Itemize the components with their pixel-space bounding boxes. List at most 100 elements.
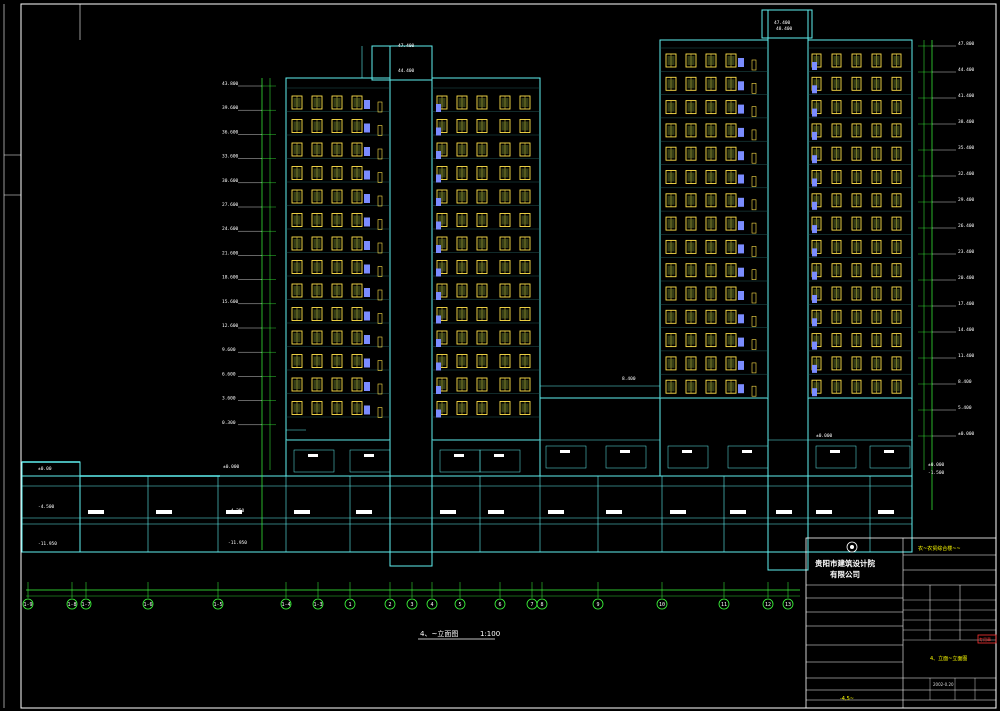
window-glass-42: [478, 192, 486, 201]
window-glass-51: [478, 215, 486, 225]
window-glass-195: [853, 219, 860, 229]
window-glass-5: [458, 98, 466, 107]
window-glass-101: [333, 356, 341, 366]
window-glass-139: [813, 79, 820, 89]
left-core-head: [371, 45, 433, 81]
window-glass-97: [501, 333, 509, 342]
window-glass-256: [813, 382, 820, 392]
window-glass-71: [521, 262, 529, 272]
left-elev-label-1: 39.600: [222, 105, 239, 111]
podium-vent-6: [682, 450, 692, 453]
right-elev-label-9: 20.400: [958, 275, 975, 281]
left-elev-label-6: 24.600: [222, 226, 239, 232]
window-glass-186: [853, 195, 860, 205]
stair-re-5: [812, 178, 817, 187]
podium-vent-0: [308, 454, 318, 457]
stair-left-10: [364, 335, 370, 344]
window-glass-63: [293, 262, 301, 272]
podium-vent-1: [364, 454, 374, 457]
window-glass-194: [833, 219, 840, 229]
window-glass-40: [438, 192, 446, 201]
window-glass-142: [873, 79, 880, 89]
right-elev-label-10: 17.400: [958, 301, 975, 307]
window-glass-173: [707, 172, 715, 182]
window-glass-113: [458, 380, 466, 389]
window-glass-138: [727, 79, 735, 89]
window-glass-244: [687, 358, 695, 368]
window-glass-74: [333, 286, 341, 295]
window-glass-192: [727, 219, 735, 229]
window-glass-220: [813, 289, 820, 298]
window-glass-248: [833, 358, 840, 368]
window-glass-124: [501, 403, 509, 413]
drawing-scale: 1:100: [480, 630, 500, 638]
window-glass-9: [293, 121, 301, 131]
stair-east-10: [436, 339, 441, 347]
window-glass-187: [873, 195, 880, 205]
window-glass-128: [707, 56, 715, 65]
window-glass-163: [687, 149, 695, 159]
stair-left-1: [364, 123, 370, 133]
window-glass-64: [313, 262, 321, 272]
window-glass-0: [293, 98, 301, 107]
stair-re-4: [812, 155, 817, 164]
stair-east-0: [436, 104, 441, 112]
stair-re-10: [812, 295, 817, 303]
window-glass-246: [727, 358, 735, 368]
window-glass-1: [313, 98, 321, 107]
window-glass-35: [521, 168, 529, 178]
window-glass-127: [687, 56, 695, 65]
right-elev-label-7: 26.400: [958, 223, 975, 229]
window-glass-236: [707, 335, 715, 345]
elevation-marks-left: 43.80039.60036.60033.60030.60027.60024.6…: [222, 78, 276, 550]
window-glass-141: [853, 79, 860, 89]
elev-top-right-2: 48.400: [776, 26, 793, 32]
right-elev-label-13: 8.400: [958, 379, 972, 385]
window-glass-258: [853, 382, 860, 392]
stair-right-7: [738, 221, 744, 231]
window-glass-21: [353, 145, 361, 154]
podium-frame-9: [869, 445, 911, 469]
window-glass-134: [893, 56, 900, 65]
building-elevation: [21, 9, 913, 571]
elev-ext-left-1: ±0.00: [38, 466, 52, 472]
stair-east-7: [436, 268, 441, 277]
window-glass-62: [521, 239, 529, 248]
stair-right-13: [738, 360, 744, 370]
window-glass-129: [727, 56, 735, 65]
stair-right-8: [738, 244, 744, 254]
window-glass-6: [478, 98, 486, 107]
axis-label-19: 13: [785, 602, 791, 608]
window-glass-226: [687, 312, 695, 322]
axis-label-16: 10: [659, 602, 665, 608]
basement-vent-2: [226, 510, 242, 514]
window-glass-28: [313, 168, 321, 178]
axis-bubble-4: [212, 598, 224, 610]
window-glass-56: [333, 239, 341, 248]
window-glass-31: [438, 168, 446, 178]
window-glass-83: [333, 309, 341, 319]
stair-re-8: [812, 248, 817, 257]
stair-re-0: [812, 62, 817, 70]
left-elev-label-14: 0.300: [222, 420, 236, 426]
window-glass-29: [333, 168, 341, 178]
window-glass-208: [687, 265, 695, 275]
stair-right-w-12: [751, 339, 757, 350]
elev-ext-left-2: -4.500: [38, 504, 55, 510]
axis-bubble-5: [280, 598, 292, 610]
podium-vent-2: [454, 454, 464, 457]
stair-right-w-4: [751, 152, 757, 164]
right-elev-label-4: 35.400: [958, 145, 975, 151]
window-glass-171: [667, 172, 675, 182]
window-glass-122: [458, 403, 466, 413]
axis-bubble-6: [312, 598, 324, 610]
window-glass-150: [853, 102, 860, 112]
window-glass-27: [293, 168, 301, 178]
window-glass-130: [813, 56, 820, 65]
window-glass-46: [313, 215, 321, 225]
window-glass-54: [293, 239, 301, 248]
elev-podium-left: ±0.000: [223, 464, 240, 470]
basement-vent-4: [356, 510, 372, 514]
window-glass-75: [353, 286, 361, 295]
